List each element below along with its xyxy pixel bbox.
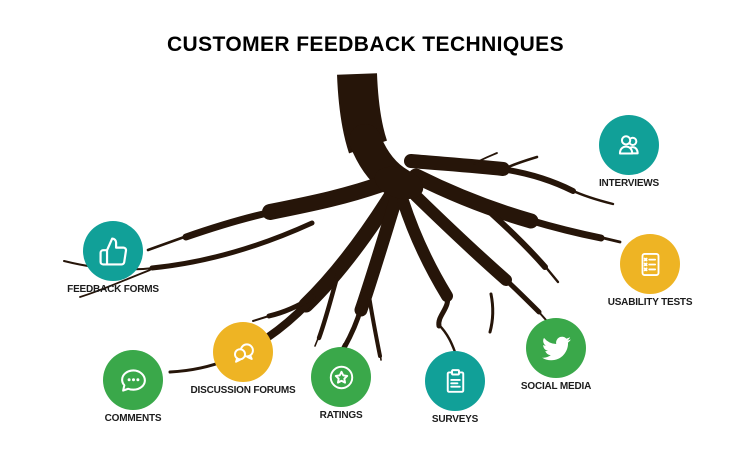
technique-usability-tests: USABILITY TESTS (608, 234, 692, 308)
surveys-circle (425, 351, 485, 411)
technique-label: SURVEYS (431, 414, 479, 425)
interviews-circle (599, 115, 659, 175)
chat-bubbles-icon (233, 342, 254, 363)
technique-label: RATINGS (319, 410, 363, 421)
technique-label: DISCUSSION FORUMS (190, 385, 296, 396)
technique-social-media: SOCIAL MEDIA (521, 318, 591, 392)
technique-discussion-forums: DISCUSSION FORUMS (191, 322, 296, 396)
technique-label: COMMENTS (104, 413, 162, 424)
social-media-circle (526, 318, 586, 378)
technique-ratings: RATINGS (311, 347, 371, 421)
twitter-bird-icon (541, 336, 571, 360)
technique-label: INTERVIEWS (598, 178, 660, 189)
clipboard-icon (446, 368, 464, 393)
technique-feedback-forms: FEEDBACK FORMS (67, 221, 159, 295)
technique-comments: COMMENTS (103, 350, 163, 424)
checklist-icon (641, 252, 659, 276)
discussion-forums-circle (213, 322, 273, 382)
technique-interviews: INTERVIEWS (599, 115, 659, 189)
technique-label: FEEDBACK FORMS (67, 284, 159, 295)
people-icon (618, 135, 639, 155)
technique-label: SOCIAL MEDIA (520, 381, 592, 392)
ratings-circle (311, 347, 371, 407)
usability-tests-circle (620, 234, 680, 294)
comment-bubble-icon (120, 368, 146, 392)
star-badge-icon (329, 365, 353, 389)
thumbs-up-icon (98, 236, 127, 266)
technique-surveys: SURVEYS (425, 351, 485, 425)
technique-label: USABILITY TESTS (607, 297, 693, 308)
page-title: CUSTOMER FEEDBACK TECHNIQUES (166, 33, 564, 56)
comments-circle (103, 350, 163, 410)
feedback-forms-circle (83, 221, 143, 281)
